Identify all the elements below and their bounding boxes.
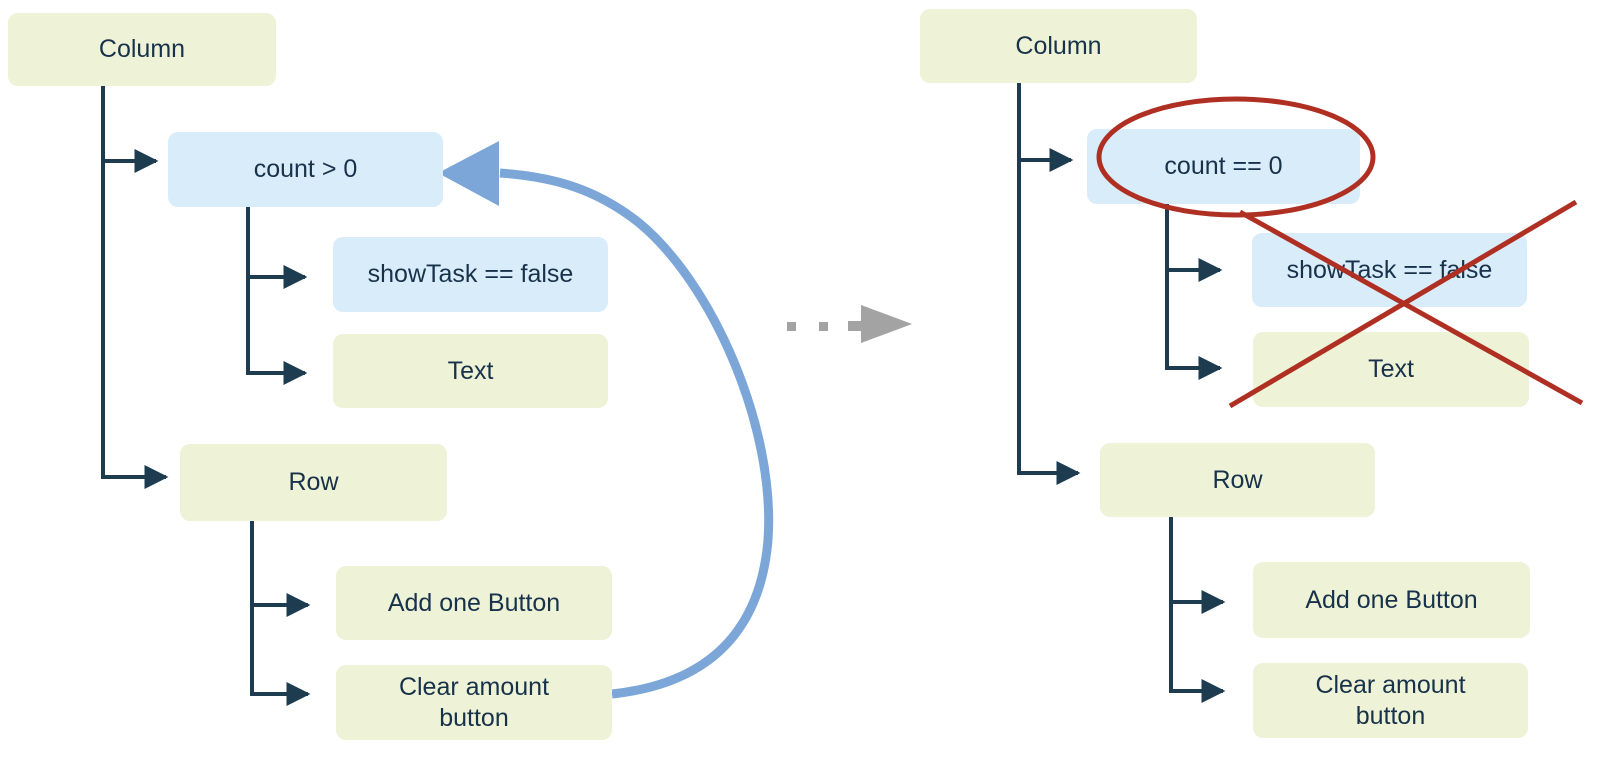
right-node-row: Row [1100,443,1375,517]
right-node-text: Text [1253,332,1529,407]
transition-arrow-icon [787,305,912,343]
left-node-count-condition: count > 0 [168,132,443,207]
right-node-column: Column [920,9,1197,83]
left-node-row: Row [180,444,447,521]
right-node-clear-amount-button: Clear amount button [1253,663,1528,738]
right-node-add-one-button: Add one Button [1253,562,1530,638]
left-node-showtask-condition: showTask == false [333,237,608,312]
left-node-clear-amount-button: Clear amount button [336,665,612,740]
left-node-add-one-button: Add one Button [336,566,612,640]
left-node-text: Text [333,334,608,408]
left-node-column: Column [8,13,276,86]
right-node-showtask-condition: showTask == false [1252,233,1527,307]
right-node-count-condition: count == 0 [1087,129,1360,204]
